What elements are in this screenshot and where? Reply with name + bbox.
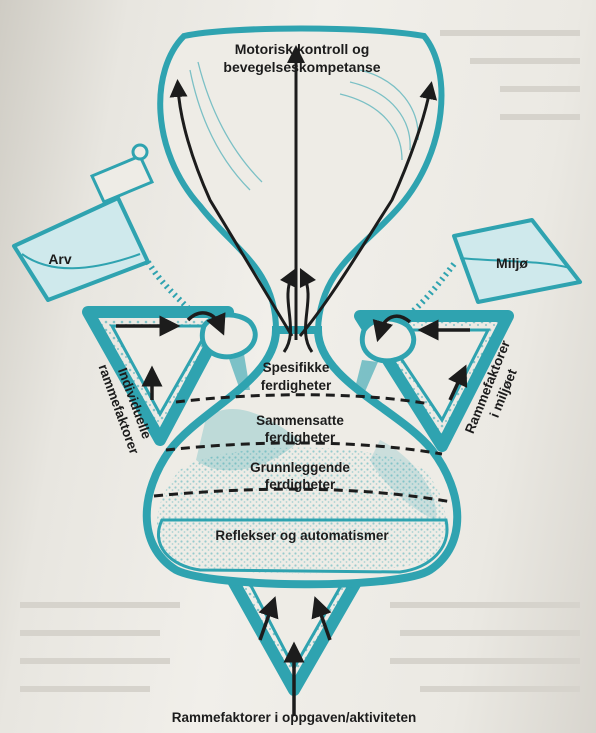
top-label-line1: Motorisk kontroll og (235, 41, 370, 57)
growth-arrows (169, 45, 438, 353)
background-text (20, 30, 580, 692)
level-specific-line1: Spesifikke (263, 360, 330, 375)
level-basic-line2: ferdigheter (265, 477, 336, 492)
left-funnel-icon (199, 312, 258, 390)
bottom-label: Rammefaktorer i oppgaven/aktiviteten (172, 710, 417, 725)
cycle-arrows (116, 311, 470, 716)
level-composite-line1: Sammensatte (256, 413, 344, 428)
top-label-line2: bevegelseskompetanse (223, 59, 380, 75)
level-composite-line2: ferdigheter (265, 430, 336, 445)
level-dividers (153, 393, 453, 504)
miljo-label: Miljø (496, 255, 528, 271)
level-basic-line1: Grunnleggende (250, 460, 350, 475)
hourglass (142, 25, 462, 589)
right-cup-icon (408, 218, 582, 317)
left-cup-icon (12, 143, 195, 315)
level-reflexes: Reflekser og automatismer (215, 528, 389, 543)
arv-label: Arv (48, 251, 72, 267)
level-specific-line2: ferdigheter (261, 378, 332, 393)
